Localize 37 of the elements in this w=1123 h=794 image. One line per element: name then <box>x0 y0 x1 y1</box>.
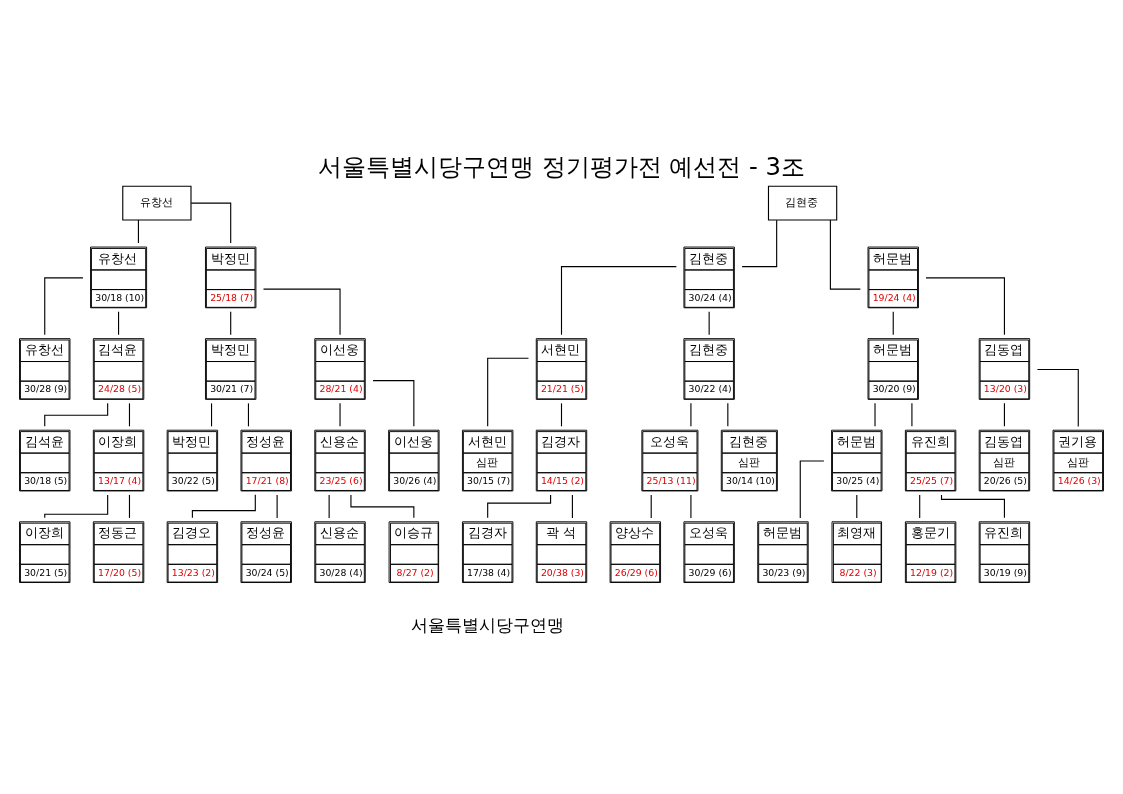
connector <box>799 460 825 519</box>
connector <box>571 493 573 518</box>
connector <box>44 493 109 518</box>
connector <box>560 265 677 335</box>
connector <box>650 493 652 518</box>
connector <box>741 219 778 267</box>
connector <box>276 493 278 518</box>
connector <box>1036 368 1079 427</box>
connector <box>487 493 552 518</box>
connector <box>191 493 256 518</box>
connector <box>372 379 415 427</box>
connector <box>560 402 563 427</box>
connector <box>829 219 861 290</box>
connector <box>940 493 1005 518</box>
connector <box>44 276 84 335</box>
connector <box>211 402 213 427</box>
connector <box>128 402 131 427</box>
connector <box>118 310 120 335</box>
connector <box>919 493 921 518</box>
connector <box>925 276 1005 335</box>
connector <box>892 310 894 335</box>
connector <box>128 493 131 518</box>
connector <box>1003 402 1005 427</box>
connector <box>856 493 858 518</box>
connector <box>708 310 710 335</box>
node-box: 유창선 <box>122 185 192 220</box>
connector <box>487 357 530 427</box>
connector <box>262 288 341 335</box>
connector <box>328 493 330 518</box>
diagram-title: 서울특별시당구연맹 정기평가전 예선전 - 3조 <box>317 151 806 181</box>
connector <box>190 202 232 243</box>
node-box: 김현중 <box>767 185 838 220</box>
connector <box>727 402 729 427</box>
connector <box>137 218 139 244</box>
connector <box>247 402 249 427</box>
label: 서울특별시당구연맹 <box>411 614 565 635</box>
connector <box>230 310 232 335</box>
